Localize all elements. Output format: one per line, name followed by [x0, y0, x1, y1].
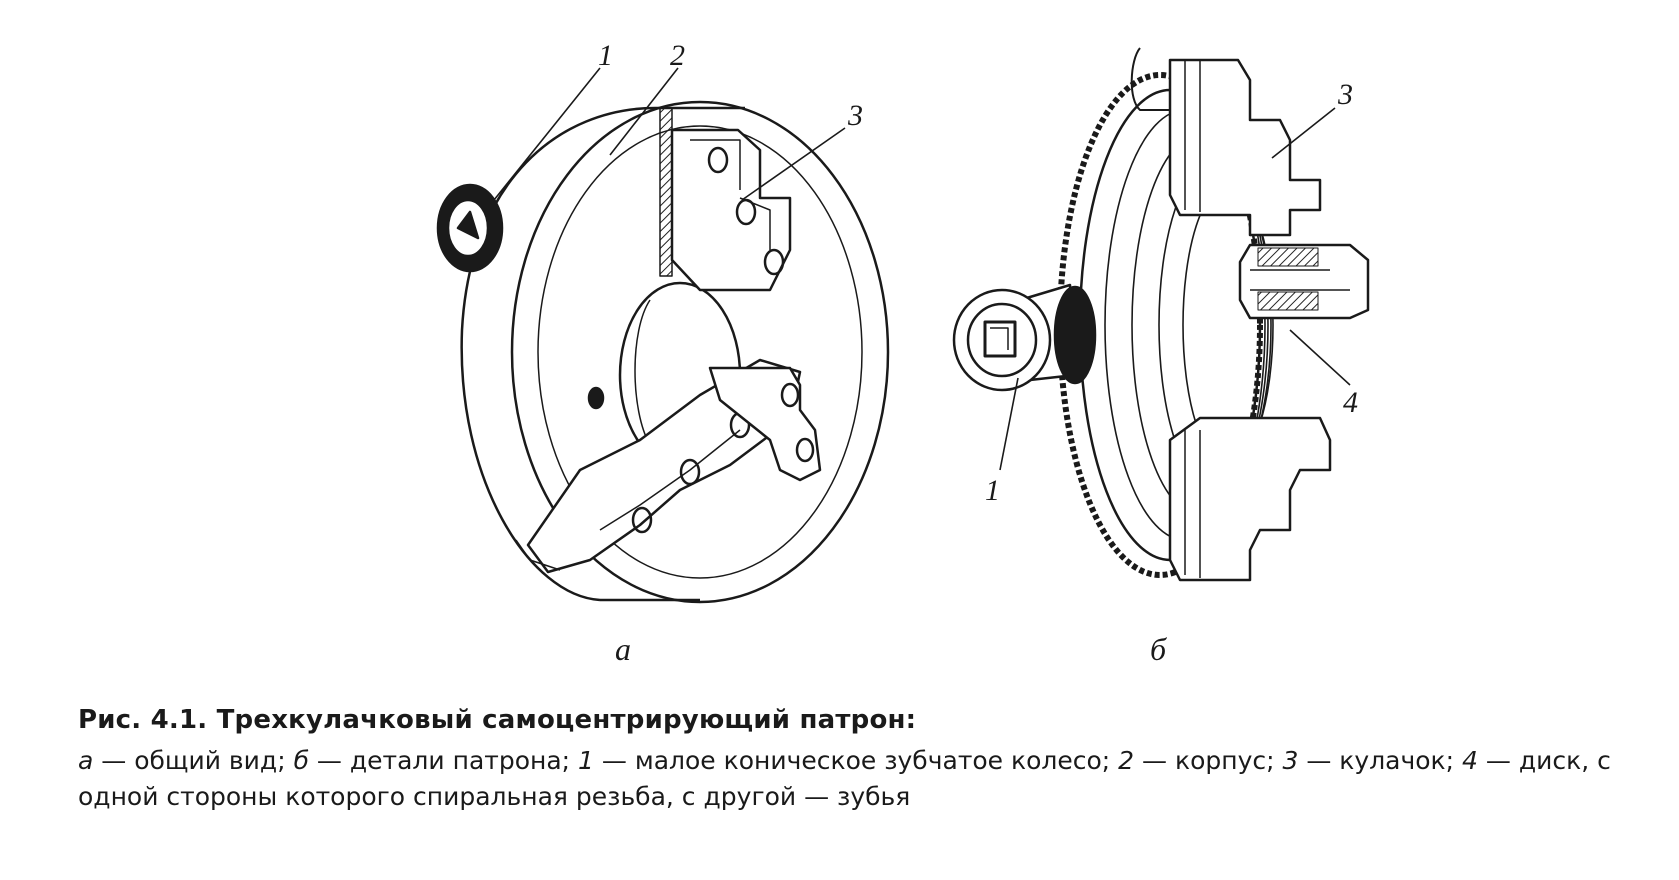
sublabel-b: б — [1150, 631, 1167, 667]
callout-right-4: 4 — [1343, 386, 1358, 419]
caption-legend: а — общий вид; б — детали патрона; 1 — м… — [78, 743, 1638, 815]
callout-right-3: 3 — [1337, 78, 1353, 111]
chuck-body-outline — [460, 106, 656, 602]
figure-caption: Рис. 4.1. Трехкулачковый самоцентрирующи… — [78, 705, 1638, 815]
chuck-front-face — [510, 100, 890, 604]
sublabel-a: а — [615, 631, 631, 667]
jaw-middle — [1238, 243, 1370, 320]
callout-right-1: 1 — [985, 474, 1000, 507]
callout-leaders-left — [489, 67, 846, 206]
legend-key: 4 — [1462, 746, 1478, 775]
figure-number: Рис. 4.1. — [78, 705, 208, 735]
chuck-assembly-view — [436, 100, 890, 604]
legend-key: а — [78, 746, 94, 775]
legend-key: 1 — [578, 746, 594, 775]
callout-left-1: 1 — [598, 39, 613, 72]
legend-text: — диск, с одной стороны которого спираль… — [78, 746, 1611, 811]
callout-left-2: 2 — [670, 39, 685, 72]
legend-text: — кулачок; — [1298, 746, 1463, 775]
caption-title: Рис. 4.1. Трехкулачковый самоцентрирующи… — [78, 705, 1638, 735]
jaw-lower-right — [708, 366, 822, 482]
pinion-gear — [952, 283, 1097, 392]
jaw-top — [1130, 47, 1322, 237]
caption-heading: Трехкулачковый самоцентрирующий патрон: — [216, 705, 917, 735]
chuck-parts-view — [952, 47, 1370, 582]
callout-left-3: 3 — [847, 99, 863, 132]
legend-text: — детали патрона; — [308, 746, 579, 775]
legend-text: — корпус; — [1134, 746, 1283, 775]
chuck-diagram: 1 2 3 а — [436, 39, 1370, 667]
callout-leaders-right — [999, 107, 1351, 471]
legend-text: — малое коническое зубчатое колесо; — [593, 746, 1119, 775]
jaw-upper — [659, 107, 792, 292]
legend-text: — общий вид; — [93, 746, 294, 775]
jaw-bottom — [1168, 416, 1332, 582]
legend-key: б — [293, 746, 309, 775]
pinion-socket — [436, 183, 504, 273]
legend-key: 3 — [1282, 746, 1299, 775]
legend-key: 2 — [1118, 746, 1135, 775]
